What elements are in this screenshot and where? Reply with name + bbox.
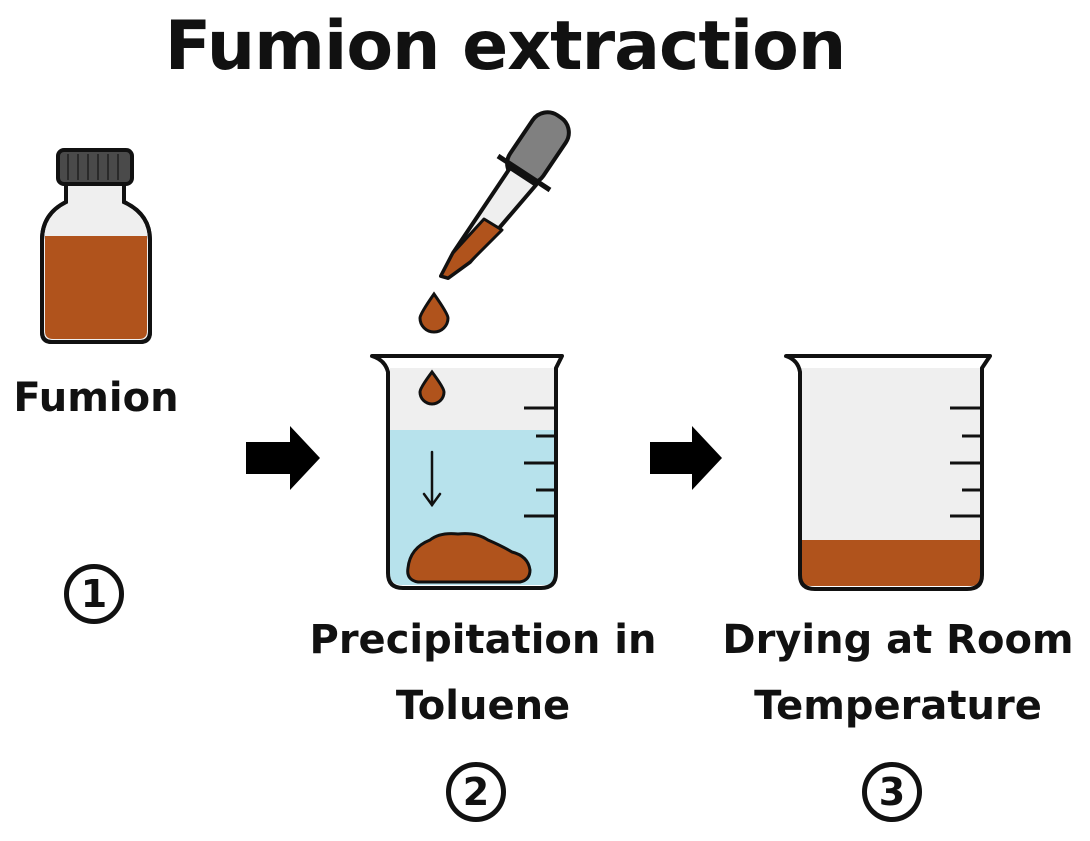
diagram-title: Fumion extraction: [164, 7, 847, 86]
step-2-label-line2: Toluene: [395, 683, 571, 729]
arrow-2-icon: [650, 426, 722, 490]
beaker-outline: [784, 354, 992, 591]
down-arrow-icon: [422, 450, 442, 508]
step-3-label-line1: Drying at Room: [722, 617, 1074, 663]
precipitate: [406, 532, 532, 584]
bottle-cap: [56, 148, 134, 186]
beaker-outline: [370, 354, 564, 590]
drop-in-beaker: [418, 369, 446, 406]
fumion-bottle: [40, 148, 152, 344]
step-2-number: 2: [446, 762, 506, 822]
dropper: [439, 110, 571, 280]
arrow-1-icon: [246, 426, 320, 490]
falling-drop: [418, 291, 450, 334]
beaker-drying: [784, 354, 992, 591]
step-1-number: 1: [64, 564, 124, 624]
step-3-label-line2: Temperature: [754, 683, 1042, 729]
dried-fumion: [800, 540, 982, 586]
step-1-label: Fumion: [13, 375, 179, 421]
beaker-toluene: [370, 354, 564, 590]
step-2-label-line1: Precipitation in: [309, 617, 657, 663]
bottle-liquid: [45, 236, 147, 339]
step-3-number: 3: [862, 762, 922, 822]
